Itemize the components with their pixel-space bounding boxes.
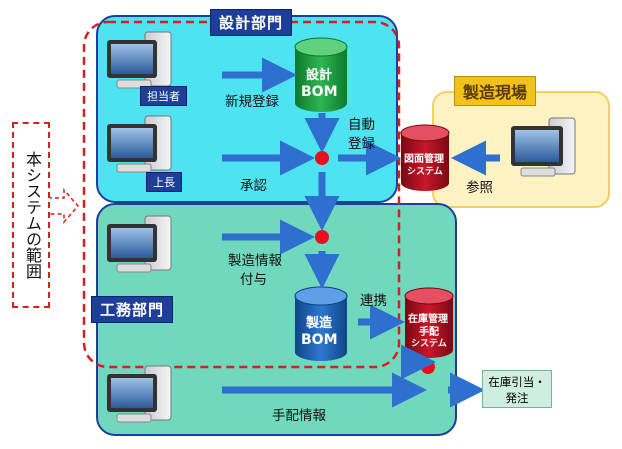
new-registration-label: 新規登録 bbox=[225, 94, 279, 110]
drawing-mgmt-line1: 図面管理 bbox=[404, 154, 444, 165]
arrangement-info-label: 手配情報 bbox=[272, 408, 326, 424]
computer-icon-factory-floor bbox=[511, 117, 576, 177]
drawing-mgmt-line2: システム bbox=[407, 167, 443, 177]
computer-icon-manager bbox=[107, 115, 172, 173]
inventory-mgmt-line3: システム bbox=[411, 339, 447, 349]
result-line2: 発注 bbox=[505, 391, 529, 405]
manufacturing-info-label-1: 製造情報 bbox=[228, 253, 282, 269]
approval-label: 承認 bbox=[240, 178, 267, 194]
flow-arrows bbox=[222, 57, 500, 408]
manufacturing-bom-line2: BOM bbox=[301, 332, 338, 348]
approval-junction bbox=[315, 151, 329, 165]
auto-registration-label-1: 自動 bbox=[348, 117, 375, 133]
link-label: 連携 bbox=[360, 293, 387, 309]
computer-icon-person-in-charge bbox=[107, 31, 172, 89]
design-bom-line1: 設計 bbox=[306, 68, 333, 83]
inventory-management-database bbox=[404, 287, 454, 358]
reference-label: 参照 bbox=[466, 180, 493, 196]
production-engineering-label: 工務部門 bbox=[91, 296, 174, 323]
computer-icon-arrangement bbox=[107, 365, 172, 423]
scope-pointer-arrow bbox=[47, 188, 79, 224]
manufacturing-junction bbox=[315, 230, 329, 244]
design-bom-line2: BOM bbox=[301, 84, 338, 100]
manufacturing-bom-line1: 製造 bbox=[306, 316, 333, 331]
arrangement-junction bbox=[421, 360, 435, 374]
person-in-charge-plate: 担当者 bbox=[140, 86, 187, 106]
inventory-mgmt-line1: 在庫管理 bbox=[408, 314, 448, 325]
manager-plate: 上長 bbox=[146, 172, 182, 192]
factory-floor-label: 製造現場 bbox=[454, 76, 537, 106]
result-line1: 在庫引当・ bbox=[488, 375, 546, 389]
design-bom-database bbox=[294, 37, 348, 112]
inventory-mgmt-line2: 手配 bbox=[419, 327, 439, 338]
auto-registration-label-2: 登録 bbox=[348, 136, 375, 152]
drawing-management-database bbox=[400, 124, 450, 191]
manufacturing-bom-database bbox=[294, 286, 348, 361]
manufacturing-info-label-2: 付与 bbox=[240, 272, 267, 288]
computer-icon-production-engineering bbox=[107, 215, 172, 273]
inventory-allocation-order-box: 在庫引当・ 発注 bbox=[482, 370, 552, 408]
system-scope-label: 本システムの範囲 bbox=[12, 122, 50, 308]
design-department-label: 設計部門 bbox=[210, 9, 293, 36]
